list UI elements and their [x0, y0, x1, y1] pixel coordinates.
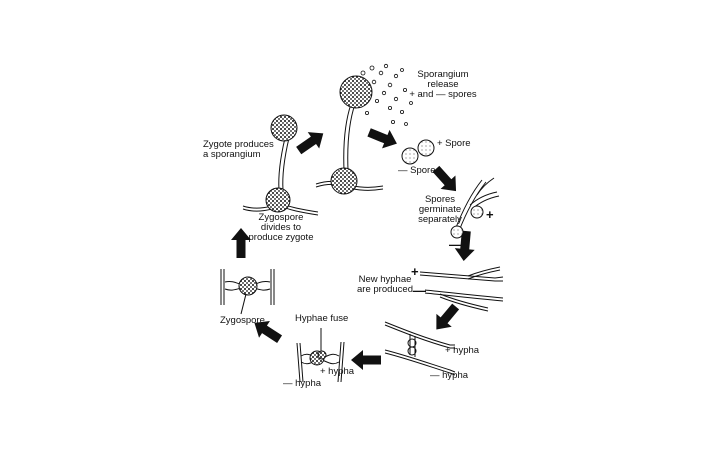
label-new-hyphae-minus: — [413, 283, 426, 298]
label-plus-spore: + Spore [437, 138, 471, 149]
germinating-spores-figure [450, 177, 500, 239]
label-spores-germinate-line1: Spores [424, 194, 456, 205]
label-zygote-produces-line1: Zygote produces [203, 139, 274, 150]
label-new-hyphae-line2: are produced [357, 284, 413, 295]
label-spores-germinate: Spores germinate separately [418, 195, 462, 225]
label-spores-germinate-line3: separately [418, 214, 462, 225]
label-minus-hypha-right: — hypha [430, 370, 469, 381]
label-sporangium-release-line3: + and — spores [409, 89, 477, 100]
label-minus-spore: — Spore [398, 165, 436, 176]
arrow-contact-to-fuse [351, 350, 381, 370]
label-germinate-minus: — [449, 237, 462, 252]
label-zygote-produces: Zygote produces a sporangium [203, 140, 274, 160]
hyphae-contact-figure [384, 321, 456, 376]
arrow-zygote-to-release [292, 125, 330, 159]
label-hyphae-fuse: Hyphae fuse [295, 313, 349, 324]
label-sporangium-release: Sporangium release + and — spores [409, 70, 476, 100]
sporangium-release-figure [315, 63, 413, 195]
label-germinate-plus: + [486, 207, 494, 222]
label-zygospore-divides-line3: produce zygote [248, 232, 314, 243]
label-spores-germinate-line2: germinate [418, 204, 462, 215]
label-zygospore-divides: Zygospore divides to produce zygote [249, 213, 314, 243]
label-plus-hypha-left: + hypha [320, 366, 355, 377]
label-new-hyphae: New hyphae are produced [357, 275, 413, 295]
zygospore-figure [220, 269, 275, 315]
hyphae-fuse-figure [296, 328, 345, 383]
zygote-sporangium-figure [242, 114, 319, 216]
new-hyphae-figure [419, 266, 504, 312]
label-zygospore-divides-line2: divides to [260, 222, 302, 233]
label-sporangium-release-line2: release [427, 79, 459, 90]
label-zygote-produces-line2: a sporangium [203, 149, 261, 160]
separate-spores-figure [401, 139, 435, 165]
arrow-release-to-spores [365, 123, 401, 153]
arrow-hyphae-to-contact [428, 300, 464, 336]
label-zygospore: Zygospore [220, 315, 265, 326]
label-new-hyphae-line1: New hyphae [358, 274, 412, 285]
label-minus-hypha-left: — hypha [283, 378, 322, 389]
label-plus-hypha-right: + hypha [445, 345, 480, 356]
label-new-hyphae-plus: + [411, 264, 419, 279]
label-zygospore-divides-line1: Zygospore [258, 212, 304, 223]
label-sporangium-release-line1: Sporangium [417, 69, 469, 80]
released-spores [360, 63, 413, 126]
